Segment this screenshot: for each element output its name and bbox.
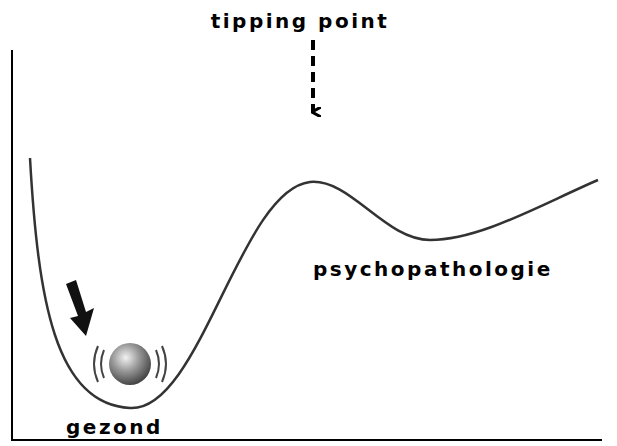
push-arrow	[66, 280, 94, 336]
potential-curve	[30, 158, 598, 408]
tipping-label: tipping point	[211, 10, 390, 32]
ball	[109, 343, 151, 385]
state-label: psychopathologie	[313, 258, 553, 280]
y-axis	[11, 50, 13, 441]
state-label: gezond	[66, 416, 163, 438]
x-axis	[11, 439, 602, 441]
tipping-arrow	[311, 40, 315, 112]
vibration-marks	[94, 346, 166, 382]
